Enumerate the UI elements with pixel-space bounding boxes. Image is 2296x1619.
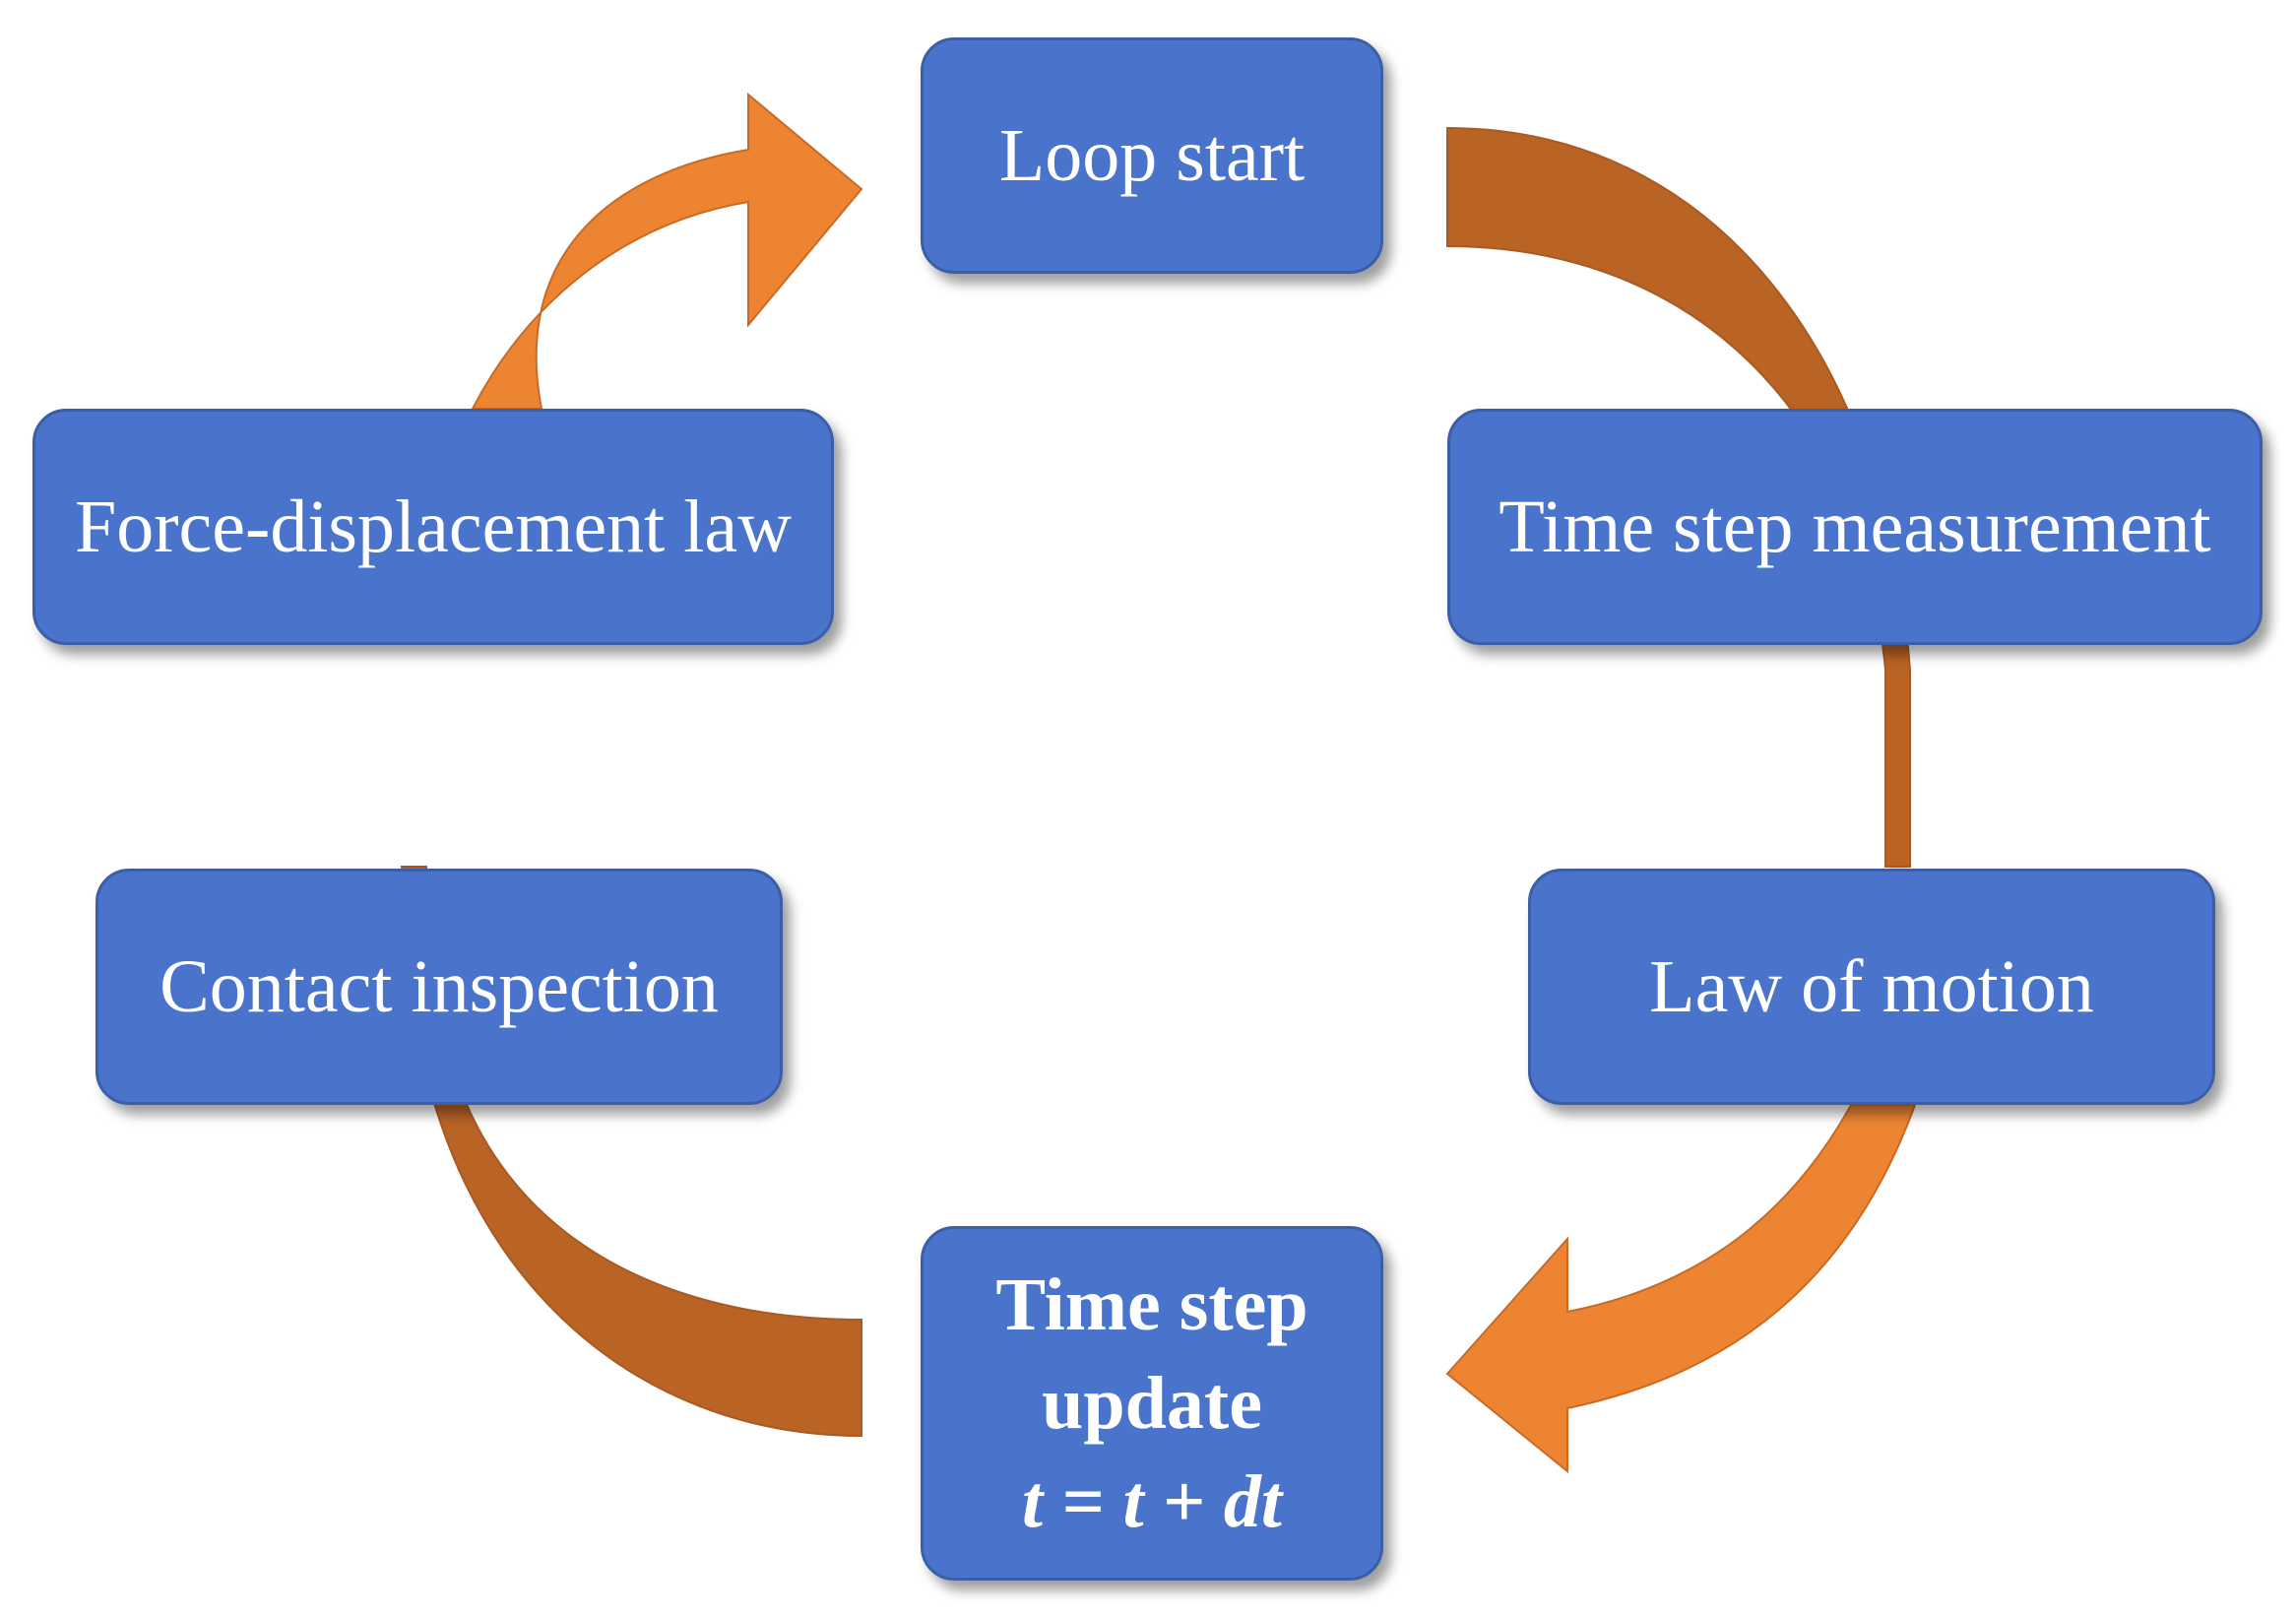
time-step-measurement-box: Time step measurement (1447, 409, 2263, 645)
law-of-motion-box: Law of motion (1528, 869, 2215, 1105)
time-step-measurement-label: Time step measurement (1499, 486, 2211, 568)
contact-inspection-box: Contact inspection (96, 869, 783, 1105)
loop-start-label: Loop start (998, 114, 1306, 197)
loop-start-box: Loop start (921, 37, 1383, 274)
contact-inspection-label: Contact inspection (159, 945, 719, 1028)
time-step-update-line1: Time step (995, 1263, 1308, 1346)
time-step-update-formula: t = t + dt (1022, 1460, 1282, 1543)
arc-band-right (1446, 126, 1911, 868)
law-of-motion-label: Law of motion (1649, 945, 2094, 1028)
arc-band-left (400, 866, 862, 1438)
force-displacement-law-label: Force-displacement law (74, 486, 793, 568)
time-step-update-line2: update (1042, 1362, 1262, 1445)
time-step-update-box: Time step update t = t + dt (921, 1226, 1383, 1581)
arrow-to-loop-start (471, 92, 863, 410)
force-displacement-law-box: Force-displacement law (32, 409, 834, 645)
arrow-to-time-step-update (1445, 1104, 1917, 1474)
